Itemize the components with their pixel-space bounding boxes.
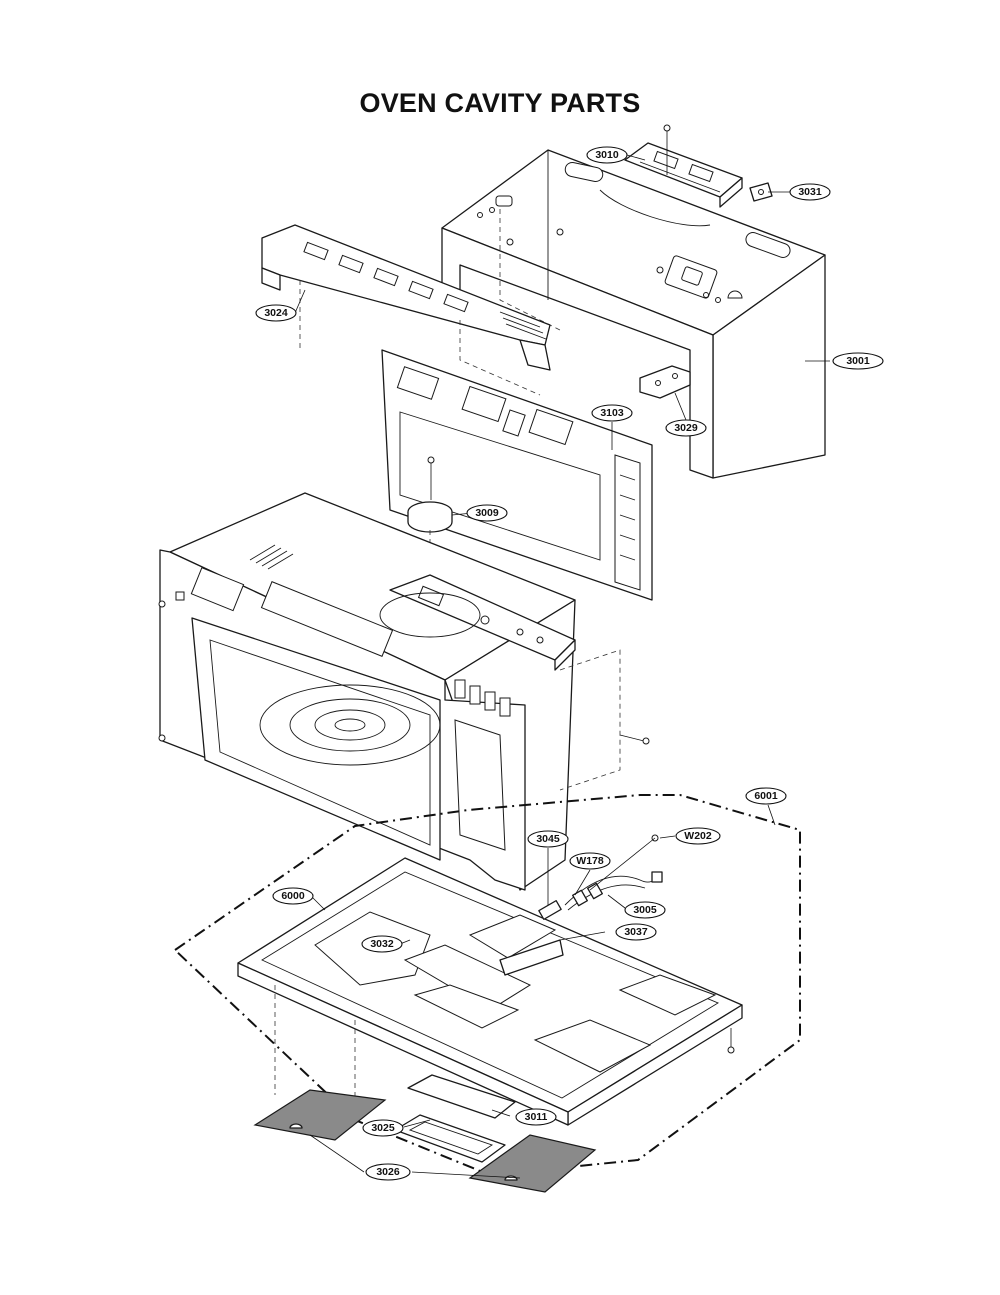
- callout-3045: 3045: [527, 830, 569, 848]
- air-duct: [261, 224, 551, 396]
- callout-w202: W202: [675, 827, 721, 845]
- svg-text:3025: 3025: [371, 1122, 395, 1134]
- svg-text:3032: 3032: [370, 938, 394, 950]
- callout-3031: 3031: [789, 183, 831, 201]
- stirrer-motor: [407, 501, 453, 580]
- svg-text:6000: 6000: [281, 890, 305, 902]
- svg-text:3005: 3005: [633, 904, 657, 916]
- svg-text:3037: 3037: [624, 926, 648, 938]
- callout-6000: 6000: [272, 887, 314, 905]
- svg-text:3011: 3011: [525, 1111, 548, 1123]
- svg-text:3009: 3009: [475, 507, 499, 519]
- callout-3009: 3009: [466, 504, 508, 522]
- svg-text:3103: 3103: [600, 407, 624, 419]
- base-plate: [237, 857, 743, 1126]
- svg-text:3010: 3010: [595, 149, 619, 161]
- callout-3011: 3011: [515, 1108, 557, 1126]
- callout-3032: 3032: [361, 935, 403, 953]
- filter-cover: [394, 1074, 516, 1163]
- back-plate: [381, 349, 653, 601]
- callout-3037: 3037: [615, 923, 657, 941]
- small-clip: [749, 182, 773, 202]
- svg-text:3031: 3031: [798, 186, 822, 198]
- svg-text:W178: W178: [576, 855, 604, 867]
- svg-text:3024: 3024: [264, 307, 288, 319]
- callout-3010: 3010: [586, 146, 628, 164]
- svg-text:3045: 3045: [536, 833, 560, 845]
- callout-3029: 3029: [665, 419, 707, 437]
- callout-3001: 3001: [832, 352, 884, 370]
- callout-3005: 3005: [624, 901, 666, 919]
- callout-3026: 3026: [365, 1163, 411, 1181]
- svg-text:3026: 3026: [376, 1166, 400, 1178]
- callout-3025: 3025: [362, 1119, 404, 1137]
- top-bracket: [624, 124, 743, 208]
- assembly-boundary-6001: [173, 794, 801, 1177]
- side-bracket: [639, 365, 691, 399]
- outer-case: [441, 149, 826, 479]
- callout-3024: 3024: [255, 304, 297, 322]
- grease-filter-left: [253, 1089, 387, 1141]
- wire-harness: [538, 834, 663, 920]
- callout-6001: 6001: [745, 787, 787, 805]
- oven-cavity: [158, 492, 650, 891]
- callout-3103: 3103: [591, 404, 633, 422]
- page-title: OVEN CAVITY PARTS: [359, 88, 641, 118]
- grease-filter-right: [468, 1134, 597, 1193]
- callout-w178: W178: [569, 852, 611, 870]
- svg-text:6001: 6001: [754, 790, 778, 802]
- svg-text:3029: 3029: [674, 422, 698, 434]
- svg-text:3001: 3001: [846, 355, 870, 367]
- svg-text:W202: W202: [684, 830, 712, 842]
